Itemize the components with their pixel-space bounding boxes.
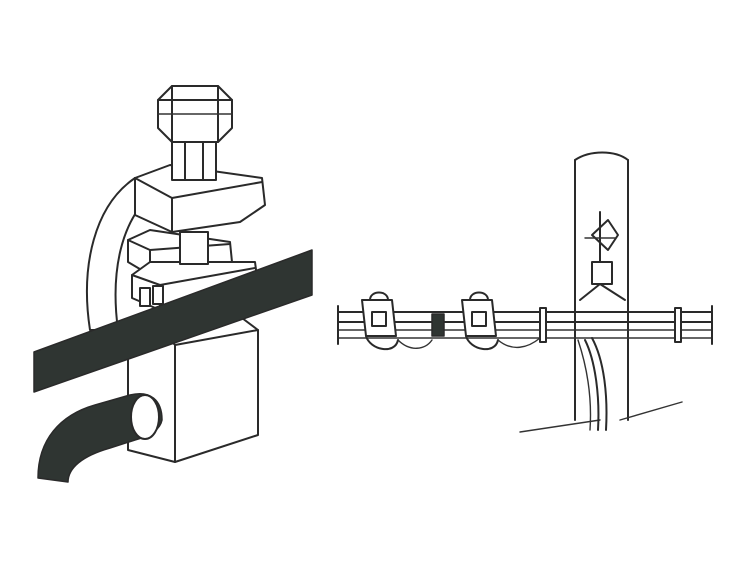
clamp-illustration (33, 85, 313, 483)
pole-bracket (591, 219, 619, 251)
ground-line-left (519, 419, 601, 433)
cable-clamp-1 (361, 291, 433, 351)
down-lead-cable (584, 339, 600, 431)
pole-clamp (591, 261, 613, 285)
flat-conductor-band (33, 249, 313, 393)
round-cable-end (130, 394, 160, 440)
pole-assembly-illustration (337, 151, 713, 433)
cable-clamp-2 (461, 291, 541, 351)
ground-line-right (619, 401, 683, 421)
